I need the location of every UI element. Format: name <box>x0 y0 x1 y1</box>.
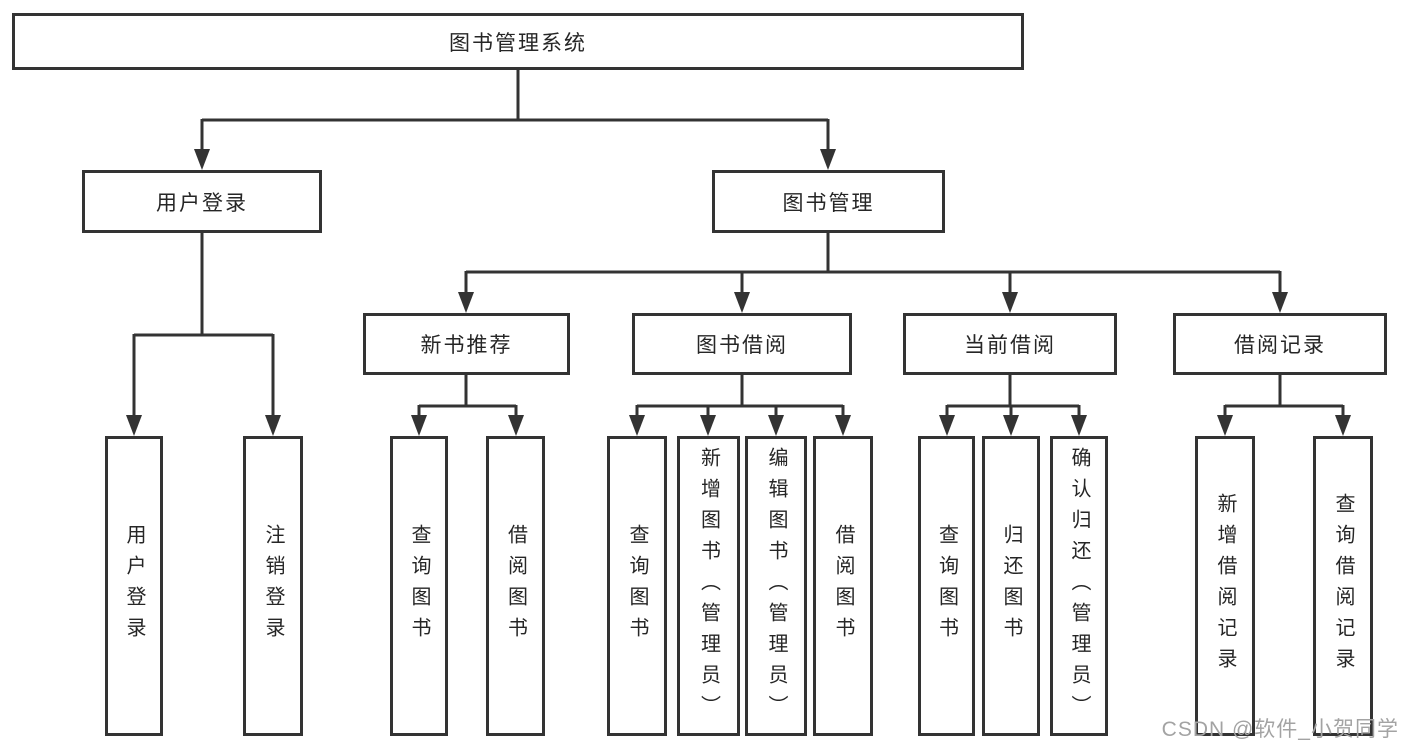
leaf-label: 借阅图书 <box>504 524 527 648</box>
node-book-borrowing: 图书借阅 <box>632 313 852 375</box>
leaf-label: 查询图书 <box>935 524 958 648</box>
leaf-label: 注销登录 <box>262 524 284 648</box>
node-current-borrowing: 当前借阅 <box>903 313 1117 375</box>
leaf-label: 确认归还（管理员） <box>1068 446 1090 726</box>
leaf-current-query-books: 查询图书 <box>918 436 975 736</box>
leaf-records-query-record: 查询借阅记录 <box>1313 436 1373 736</box>
leaf-label: 查询图书 <box>408 524 430 648</box>
node-label: 当前借阅 <box>964 334 1056 357</box>
node-book-management: 图书管理 <box>712 170 945 233</box>
leaf-newbook-query-books: 查询图书 <box>390 436 448 736</box>
leaf-label: 归还图书 <box>1000 524 1022 648</box>
leaf-current-return-books: 归还图书 <box>982 436 1040 736</box>
leaf-borrowing-add-book-admin: 新增图书（管理员） <box>677 436 740 736</box>
leaf-label: 新增借阅记录 <box>1214 493 1236 679</box>
node-user-login: 用户登录 <box>82 170 322 233</box>
leaf-records-add-record: 新增借阅记录 <box>1195 436 1255 736</box>
leaf-label: 查询借阅记录 <box>1332 493 1354 679</box>
node-label: 图书借阅 <box>696 334 788 357</box>
node-label: 新书推荐 <box>420 334 513 357</box>
leaf-borrowing-edit-book-admin: 编辑图书（管理员） <box>745 436 807 736</box>
node-label: 借阅记录 <box>1234 334 1326 357</box>
leaf-label: 用户登录 <box>123 524 145 648</box>
leaf-current-confirm-return-admin: 确认归还（管理员） <box>1050 436 1108 736</box>
node-borrowing-records: 借阅记录 <box>1173 313 1387 375</box>
leaf-label: 借阅图书 <box>832 524 854 648</box>
leaf-borrowing-borrow-books: 借阅图书 <box>813 436 873 736</box>
leaf-newbook-borrow-books: 借阅图书 <box>486 436 545 736</box>
leaf-borrowing-query-books: 查询图书 <box>607 436 667 736</box>
leaf-user-login: 用户登录 <box>105 436 163 736</box>
node-label: 用户登录 <box>156 191 248 215</box>
leaf-logout: 注销登录 <box>243 436 303 736</box>
node-label: 图书管理系统 <box>449 31 587 55</box>
csdn-watermark: CSDN @软件_小贺同学 <box>1161 718 1399 741</box>
node-label: 图书管理 <box>782 191 875 215</box>
leaf-label: 编辑图书（管理员） <box>765 446 787 726</box>
leaf-label: 新增图书（管理员） <box>697 446 720 726</box>
node-new-book-recommendation: 新书推荐 <box>363 313 570 375</box>
leaf-label: 查询图书 <box>626 524 648 648</box>
node-library-management-system: 图书管理系统 <box>12 13 1024 70</box>
arrowheads <box>126 149 1351 436</box>
